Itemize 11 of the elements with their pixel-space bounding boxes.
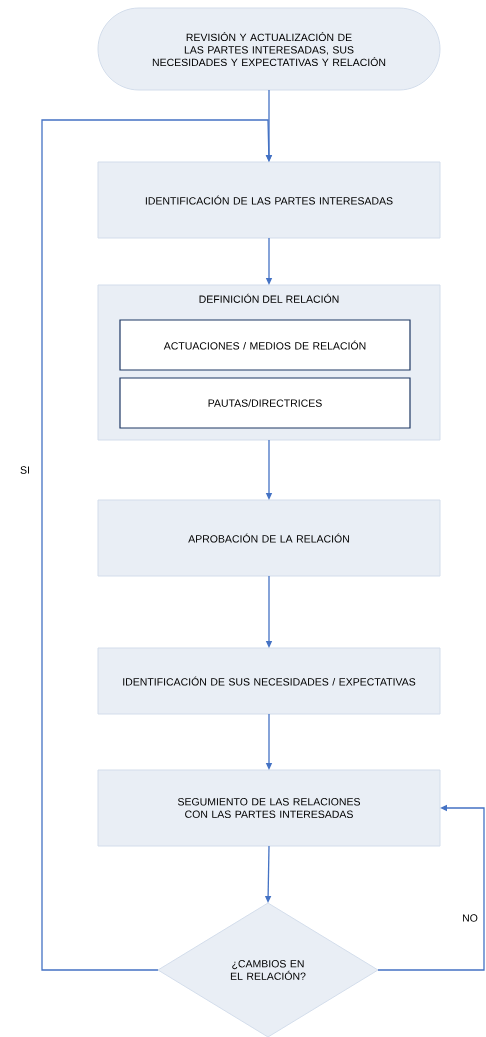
process-box: SEGUMIENTO DE LAS RELACIONES CON LAS PARTES INTERESADAS [97,769,441,847]
edge-label: NO [461,913,479,923]
sub-box: ACTUACIONES / MEDIOS DE RELACIÓN [119,319,411,371]
edge-label: SI [19,465,31,475]
sub-box: PAUTAS/DIRECTRICES [119,377,411,429]
process-box: IDENTIFICACIÓN DE LAS PARTES INTERESADAS [97,161,441,239]
process-box: APROBACIÓN DE LA RELACIÓN [97,499,441,577]
arrow [41,119,273,971]
terminal-box: REVISIÓN Y ACTUALIZACIÓN DE LAS PARTES INTERESADAS, SUS NECESIDADES Y EXPECTATIVAS Y RELACIÓN [97,7,441,91]
heading: DEFINICIÓN DEL RELACIÓN [199,293,339,303]
process-box: IDENTIFICACIÓN DE SUS NECESIDADES / EXPECTATIVAS [97,647,441,715]
